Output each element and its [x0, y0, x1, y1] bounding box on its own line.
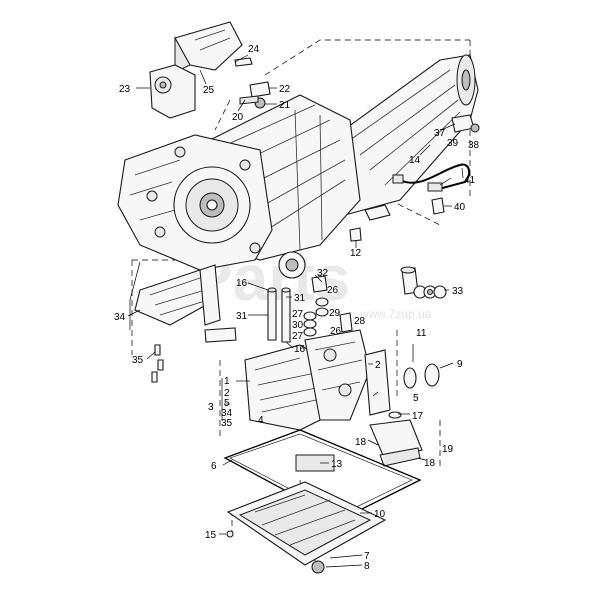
- wiring-harness: [349, 114, 480, 242]
- callout-18-right: 18: [424, 458, 436, 469]
- callout-13: 13: [331, 459, 343, 470]
- callout-16-top: 16: [236, 278, 248, 289]
- callout-31-right: 31: [294, 293, 306, 304]
- callout-9: 9: [457, 359, 463, 370]
- callout-25: 25: [203, 85, 215, 96]
- callout-11: 11: [416, 328, 427, 339]
- callout-14: 14: [409, 155, 421, 166]
- transmission-housing: [117, 54, 479, 279]
- oil-pan-10: [226, 454, 387, 574]
- callout-35-stack: 35: [221, 418, 233, 429]
- callout-31-left: 31: [236, 311, 248, 322]
- callout-17: 17: [412, 411, 424, 422]
- leader-lines: [127, 54, 464, 568]
- callout-30: 30: [292, 320, 304, 331]
- callout-4: 4: [258, 415, 264, 426]
- callout-26-top: 26: [327, 285, 339, 296]
- callout-33: 33: [452, 286, 464, 297]
- callout-1: 1: [224, 376, 230, 387]
- callout-20: 20: [232, 112, 244, 123]
- callout-29: 29: [329, 308, 341, 319]
- callout-21: 21: [279, 100, 291, 111]
- callout-labels: 23 24 25 22 21 20 37 14 39 38 41 40 12 3…: [114, 44, 480, 572]
- callout-7: 7: [364, 551, 370, 562]
- callout-34-left: 34: [114, 312, 126, 323]
- cover-bracket-part: [149, 21, 253, 119]
- callout-35-left: 35: [132, 355, 144, 366]
- conductor-plate-34: [134, 264, 237, 343]
- seal-parts: [303, 297, 353, 337]
- callout-27-bottom: 27: [292, 331, 304, 342]
- callout-22: 22: [279, 84, 291, 95]
- callout-39: 39: [447, 138, 459, 149]
- sensor-bracket-parts: [239, 81, 271, 109]
- callout-32: 32: [317, 268, 329, 279]
- callout-37: 37: [434, 128, 446, 139]
- callout-26-bottom: 26: [330, 326, 342, 337]
- callout-3: 3: [208, 402, 214, 413]
- callout-24: 24: [248, 44, 260, 55]
- callout-41: 41: [464, 175, 476, 186]
- callout-12: 12: [350, 248, 362, 259]
- callout-23: 23: [119, 84, 131, 95]
- valve-body-3: [244, 329, 440, 431]
- callout-5-stack: 5: [224, 398, 230, 409]
- callout-2-stack: 2: [224, 388, 230, 399]
- callout-28: 28: [354, 316, 366, 327]
- callout-10: 10: [374, 509, 386, 520]
- callout-15: 15: [205, 530, 217, 541]
- callout-18-left: 18: [355, 437, 367, 448]
- callout-16-bottom: 16: [294, 344, 306, 355]
- callout-5-right: 5: [413, 393, 419, 404]
- watermark-url: www.7zap.ua: [359, 307, 432, 321]
- callout-6: 6: [211, 461, 217, 472]
- callout-27-top: 27: [292, 309, 304, 320]
- callout-40: 40: [454, 202, 466, 213]
- callout-19: 19: [442, 444, 454, 455]
- bolts-35: [151, 344, 164, 383]
- callout-38: 38: [468, 140, 480, 151]
- filter-parts-33: [311, 266, 447, 299]
- oil-filter-19: [369, 411, 423, 467]
- callout-8: 8: [364, 561, 370, 572]
- callout-2-right: 2: [375, 360, 381, 371]
- callout-34-stack: 34: [221, 408, 233, 419]
